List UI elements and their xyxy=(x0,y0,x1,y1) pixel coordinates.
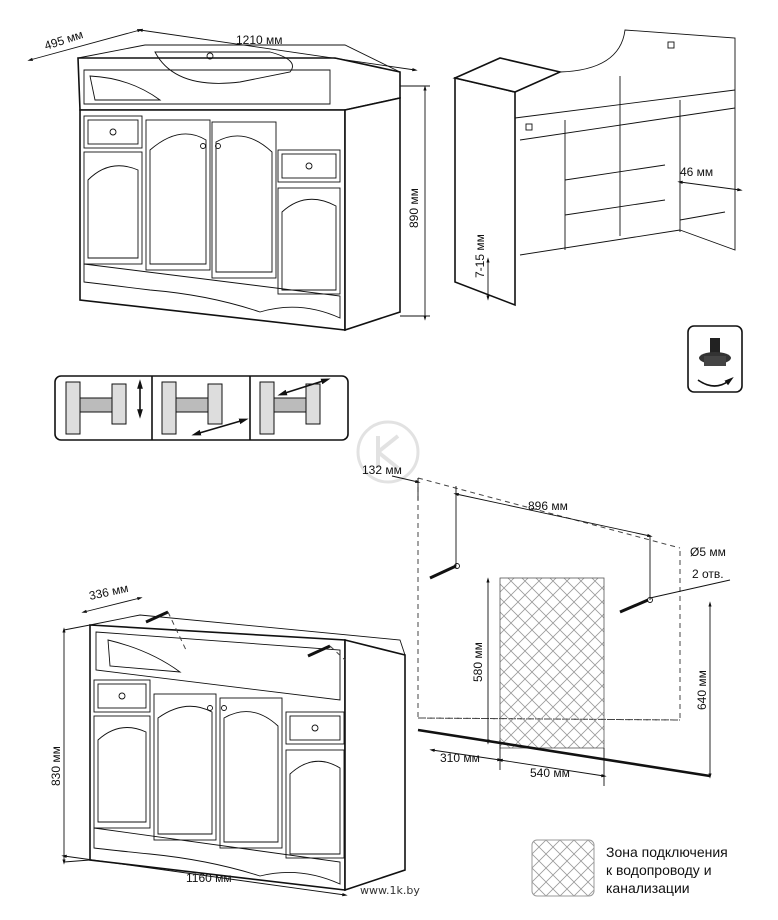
leg-adjust-label: 7-15 мм xyxy=(473,234,487,278)
hole-count-label: 2 отв. xyxy=(692,567,724,581)
legend xyxy=(531,839,595,897)
cabinet-frame-view xyxy=(452,29,736,307)
hinge-vertical-adjust-icon xyxy=(65,379,143,435)
side-offset-label: 46 мм xyxy=(680,165,713,179)
legend-swatch xyxy=(531,839,595,897)
mount-height-label: 640 мм xyxy=(695,670,709,710)
depth-label: 495 мм xyxy=(43,27,85,53)
body-height-label: 830 мм xyxy=(49,746,63,786)
connection-zone xyxy=(499,577,605,749)
hinge-depth-adjust-icon xyxy=(161,381,249,436)
watermark-text: www.1k.by xyxy=(360,884,420,897)
screw-right-icon xyxy=(619,598,649,614)
cabinet-body-view xyxy=(89,610,406,892)
body-width-label: 1160 мм xyxy=(186,871,232,885)
screw-left-icon xyxy=(429,564,457,580)
zone-left-label: 310 мм xyxy=(440,751,480,765)
hinge-side-adjust-icon xyxy=(259,378,331,435)
zone-width-label: 540 мм xyxy=(530,766,570,780)
zone-height-label: 580 мм xyxy=(471,642,485,682)
legend-line-1: Зона подключения xyxy=(606,844,728,860)
hole-diameter-label: Ø5 мм xyxy=(690,545,726,559)
adjustable-leg-icon xyxy=(687,325,743,393)
hole-spacing-label: 896 мм xyxy=(528,499,568,513)
width-label: 1210 мм xyxy=(236,33,283,47)
body-depth-label: 336 мм xyxy=(88,581,130,603)
wall-mount-scheme xyxy=(417,477,711,778)
hinge-steps-panel xyxy=(54,375,349,441)
frame-dimension-lines xyxy=(486,180,743,301)
legend-line-3: канализации xyxy=(606,880,690,896)
top-dimension-lines xyxy=(27,28,430,321)
height-label: 890 мм xyxy=(407,188,421,228)
left-offset-label: 132 мм xyxy=(362,463,402,477)
cabinet-assembled-view xyxy=(77,44,401,332)
screw-body-right-icon xyxy=(307,644,331,658)
mount-dimension-lines xyxy=(391,475,731,786)
body-dimension-lines xyxy=(61,597,348,897)
screw-body-left-icon xyxy=(145,610,169,624)
legend-line-2: к водопроводу и xyxy=(606,862,712,878)
watermark-logo-icon xyxy=(356,420,420,484)
